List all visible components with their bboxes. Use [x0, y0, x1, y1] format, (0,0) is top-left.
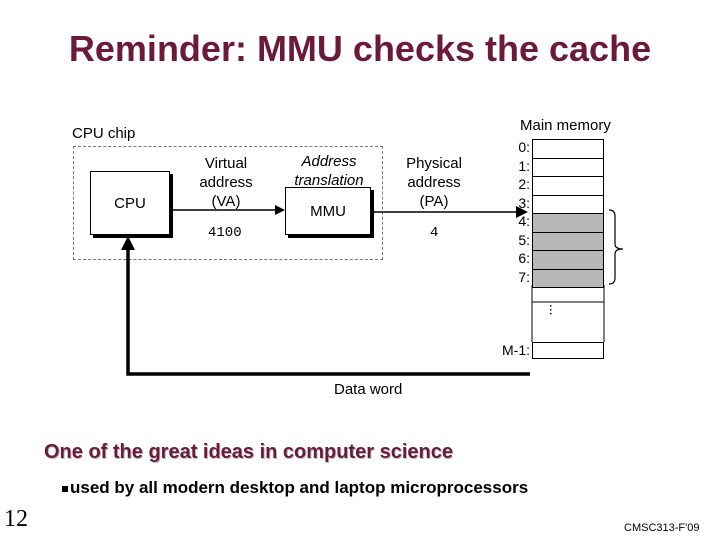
cache-line-bracket [608, 209, 624, 285]
memory-cell-6 [532, 250, 604, 270]
va-arrow-head [275, 205, 285, 215]
bullet-text: used by all modern desktop and laptop mi… [70, 478, 529, 497]
data-word-path [126, 245, 530, 376]
cpu-chip-region [73, 146, 383, 260]
memory-row-label: 6: [518, 250, 530, 266]
pa-label-line: (PA) [419, 193, 449, 210]
memory-row-label: 1: [518, 157, 530, 174]
memory-cell-3 [532, 194, 604, 214]
course-footer: CMSC313-F'09 [624, 522, 700, 534]
main-memory-label: Main memory [520, 117, 611, 134]
slide-number: 12 [4, 506, 28, 532]
memory-cell-2 [532, 176, 604, 196]
memory-row-label: 3: [518, 194, 530, 211]
memory-row-label: 2: [518, 176, 530, 192]
memory-cell-0 [532, 139, 604, 159]
pa-label: Physical address (PA) [396, 154, 472, 211]
va-label-line: Virtual [204, 155, 248, 172]
translation-label-line: Address [301, 153, 357, 170]
memory-row-label: 5: [518, 231, 530, 248]
cpu-box: CPU [90, 171, 170, 235]
square-bullet-icon [62, 485, 68, 492]
memory-cell-1 [532, 157, 604, 177]
va-label-line: (VA) [211, 193, 241, 210]
mmu-box: MMU [285, 187, 371, 235]
pa-label-line: address [407, 174, 461, 191]
pa-arrow-head [516, 206, 528, 218]
cpu-label: CPU [114, 194, 146, 212]
memory-cell-7 [532, 268, 604, 288]
bullet-item: used by all modern desktop and laptop mi… [62, 478, 528, 498]
memory-row-label: 7: [518, 268, 530, 285]
address-translation-label: Address translation [284, 152, 374, 190]
data-word-label: Data word [334, 381, 403, 398]
slide-title: Reminder: MMU checks the cache [68, 28, 652, 69]
data-word-arrow-head [121, 236, 135, 250]
headline: One of the great ideas in computer scien… [44, 441, 454, 463]
memory-cell-4 [532, 213, 604, 233]
memory-cell-last [532, 342, 604, 359]
va-label: Virtual address (VA) [188, 154, 264, 211]
va-value: 4100 [208, 225, 242, 241]
mmu-label: MMU [310, 202, 346, 220]
memory-row-label: 0: [518, 139, 530, 155]
pa-label-line: Physical [406, 155, 462, 172]
pa-value: 4 [430, 225, 439, 241]
translation-label-line: translation [294, 172, 364, 189]
va-label-line: address [199, 174, 253, 191]
memory-row-label: M-1: [502, 342, 530, 358]
memory-cell-5 [532, 231, 604, 251]
ellipsis: ... [547, 304, 563, 316]
cpu-chip-label: CPU chip [72, 125, 136, 142]
memory-row-label: 4: [518, 213, 530, 229]
